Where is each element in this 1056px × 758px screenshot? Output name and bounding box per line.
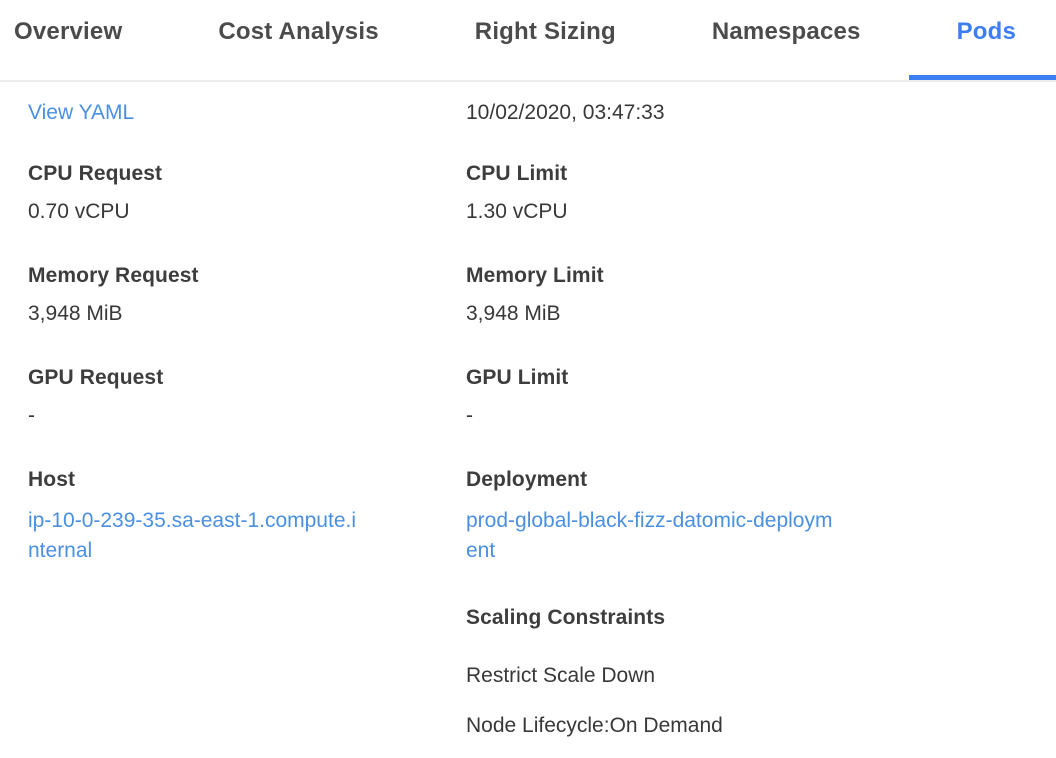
gpu-request-label: GPU Request (28, 366, 164, 389)
cpu-request-field: CPU Request 0.70 vCPU (28, 162, 466, 224)
cpu-limit-field: CPU Limit 1.30 vCPU (466, 162, 1026, 224)
constraint-restrict-scale-down: Restrict Scale Down (466, 664, 656, 687)
tab-bar: Overview Cost Analysis Right Sizing Name… (0, 0, 1056, 82)
details-left-column: View YAML CPU Request 0.70 vCPU Memory R… (28, 101, 466, 738)
gpu-request-value: - (28, 404, 35, 427)
memory-request-value: 3,948 MiB (28, 302, 123, 325)
memory-limit-field: Memory Limit 3,948 MiB (466, 264, 1026, 326)
cpu-limit-label: CPU Limit (466, 162, 568, 185)
gpu-request-field: GPU Request - (28, 366, 466, 428)
cpu-request-label: CPU Request (28, 162, 163, 185)
view-yaml-link[interactable]: View YAML (28, 101, 135, 124)
tab-pods[interactable]: Pods (908, 0, 1056, 80)
host-field: Host ip-10-0-239-35.sa-east-1.compute.in… (28, 468, 466, 566)
host-link[interactable]: ip-10-0-239-35.sa-east-1.compute.interna… (28, 509, 357, 562)
deployment-link[interactable]: prod-global-black-fizz-datomic-deploymen… (466, 509, 833, 562)
constraint-node-lifecycle: Node Lifecycle:On Demand (466, 714, 723, 737)
tab-namespaces[interactable]: Namespaces (711, 18, 861, 45)
tab-cost-analysis[interactable]: Cost Analysis (218, 18, 379, 45)
pod-timestamp: 10/02/2020, 03:47:33 (466, 101, 665, 124)
cpu-limit-value: 1.30 vCPU (466, 200, 568, 223)
scaling-constraints-section: Scaling Constraints Restrict Scale Down … (466, 606, 1026, 738)
cpu-request-value: 0.70 vCPU (28, 200, 130, 223)
memory-limit-label: Memory Limit (466, 264, 604, 287)
tab-right-sizing[interactable]: Right Sizing (474, 18, 616, 45)
host-label: Host (28, 468, 76, 491)
gpu-limit-field: GPU Limit - (466, 366, 1026, 428)
deployment-field: Deployment prod-global-black-fizz-datomi… (466, 468, 1026, 566)
gpu-limit-label: GPU Limit (466, 366, 569, 389)
scaling-constraints-label: Scaling Constraints (466, 606, 666, 629)
details-right-column: 10/02/2020, 03:47:33 CPU Limit 1.30 vCPU… (466, 101, 1026, 738)
tab-overview[interactable]: Overview (14, 18, 123, 45)
memory-limit-value: 3,948 MiB (466, 302, 561, 325)
memory-request-label: Memory Request (28, 264, 199, 287)
gpu-limit-value: - (466, 404, 473, 427)
deployment-label: Deployment (466, 468, 588, 491)
memory-request-field: Memory Request 3,948 MiB (28, 264, 466, 326)
pod-details-panel: View YAML CPU Request 0.70 vCPU Memory R… (0, 82, 1056, 738)
